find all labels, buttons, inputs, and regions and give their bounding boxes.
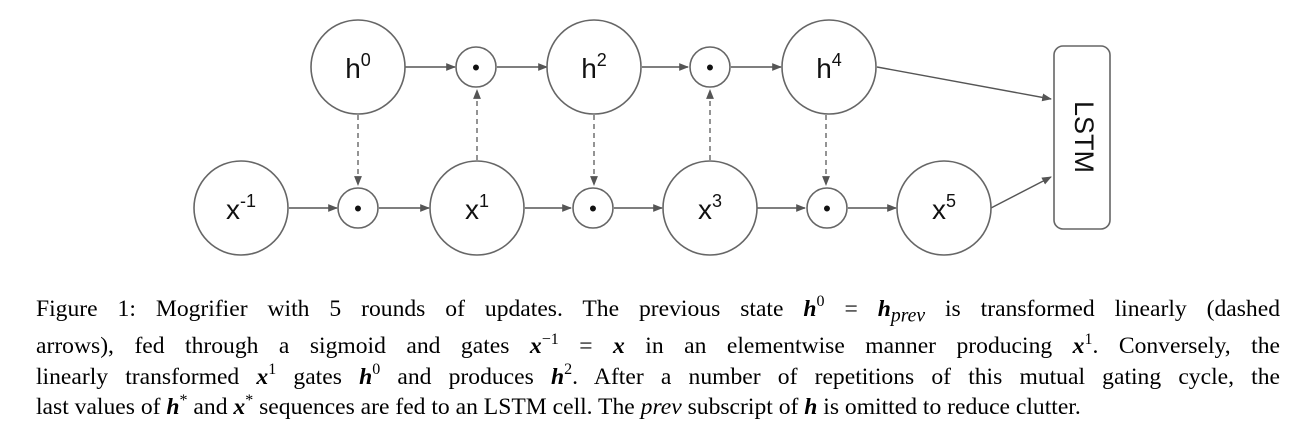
gate-bottom-1: •: [337, 187, 379, 229]
caption-line-1: Figure 1: Mogrifier with 5 rounds of upd…: [36, 293, 1280, 327]
svg-text:•: •: [472, 55, 480, 80]
node-h2: h2: [546, 19, 642, 115]
svg-text:h2: h2: [581, 50, 607, 84]
caption-line-3: linearly transformed x1 gates h0 and pro…: [36, 361, 1280, 390]
svg-text:•: •: [354, 196, 362, 221]
svg-text:x5: x5: [932, 191, 956, 225]
node-x-minus-1: x-1: [193, 160, 289, 256]
node-x1: x1: [429, 160, 525, 256]
arrow-x5-to-lstm: [990, 176, 1052, 209]
svg-text:•: •: [589, 196, 597, 221]
gate-bottom-3: •: [806, 187, 848, 229]
gate-top-1: •: [455, 46, 497, 88]
lstm-label: LSTM: [1069, 101, 1099, 173]
caption-line-4: last values of h* and x* sequences are f…: [36, 391, 1081, 421]
lstm-cell: LSTM: [1053, 45, 1111, 230]
svg-text:x1: x1: [465, 191, 489, 225]
caption-line-2: arrows), fed through a sigmoid and gates…: [36, 330, 1280, 360]
svg-text:h4: h4: [816, 50, 842, 84]
svg-text:x-1: x-1: [226, 191, 256, 225]
gate-top-2: •: [689, 46, 731, 88]
node-h0: h0: [310, 19, 406, 115]
svg-text:h0: h0: [345, 50, 371, 84]
node-x5: x5: [896, 160, 992, 256]
arrow-h4-to-lstm: [876, 66, 1052, 102]
gate-bottom-2: •: [572, 187, 614, 229]
node-x3: x3: [662, 160, 758, 256]
svg-text:•: •: [706, 55, 714, 80]
svg-text:•: •: [823, 196, 831, 221]
svg-text:x3: x3: [698, 191, 722, 225]
node-h4: h4: [781, 19, 877, 115]
mogrifier-diagram: h0 h2 h4 • • x-1 x1 x3 x5 • •: [193, 19, 1111, 256]
figure-caption: Figure 1: Mogrifier with 5 rounds of upd…: [36, 294, 1280, 423]
